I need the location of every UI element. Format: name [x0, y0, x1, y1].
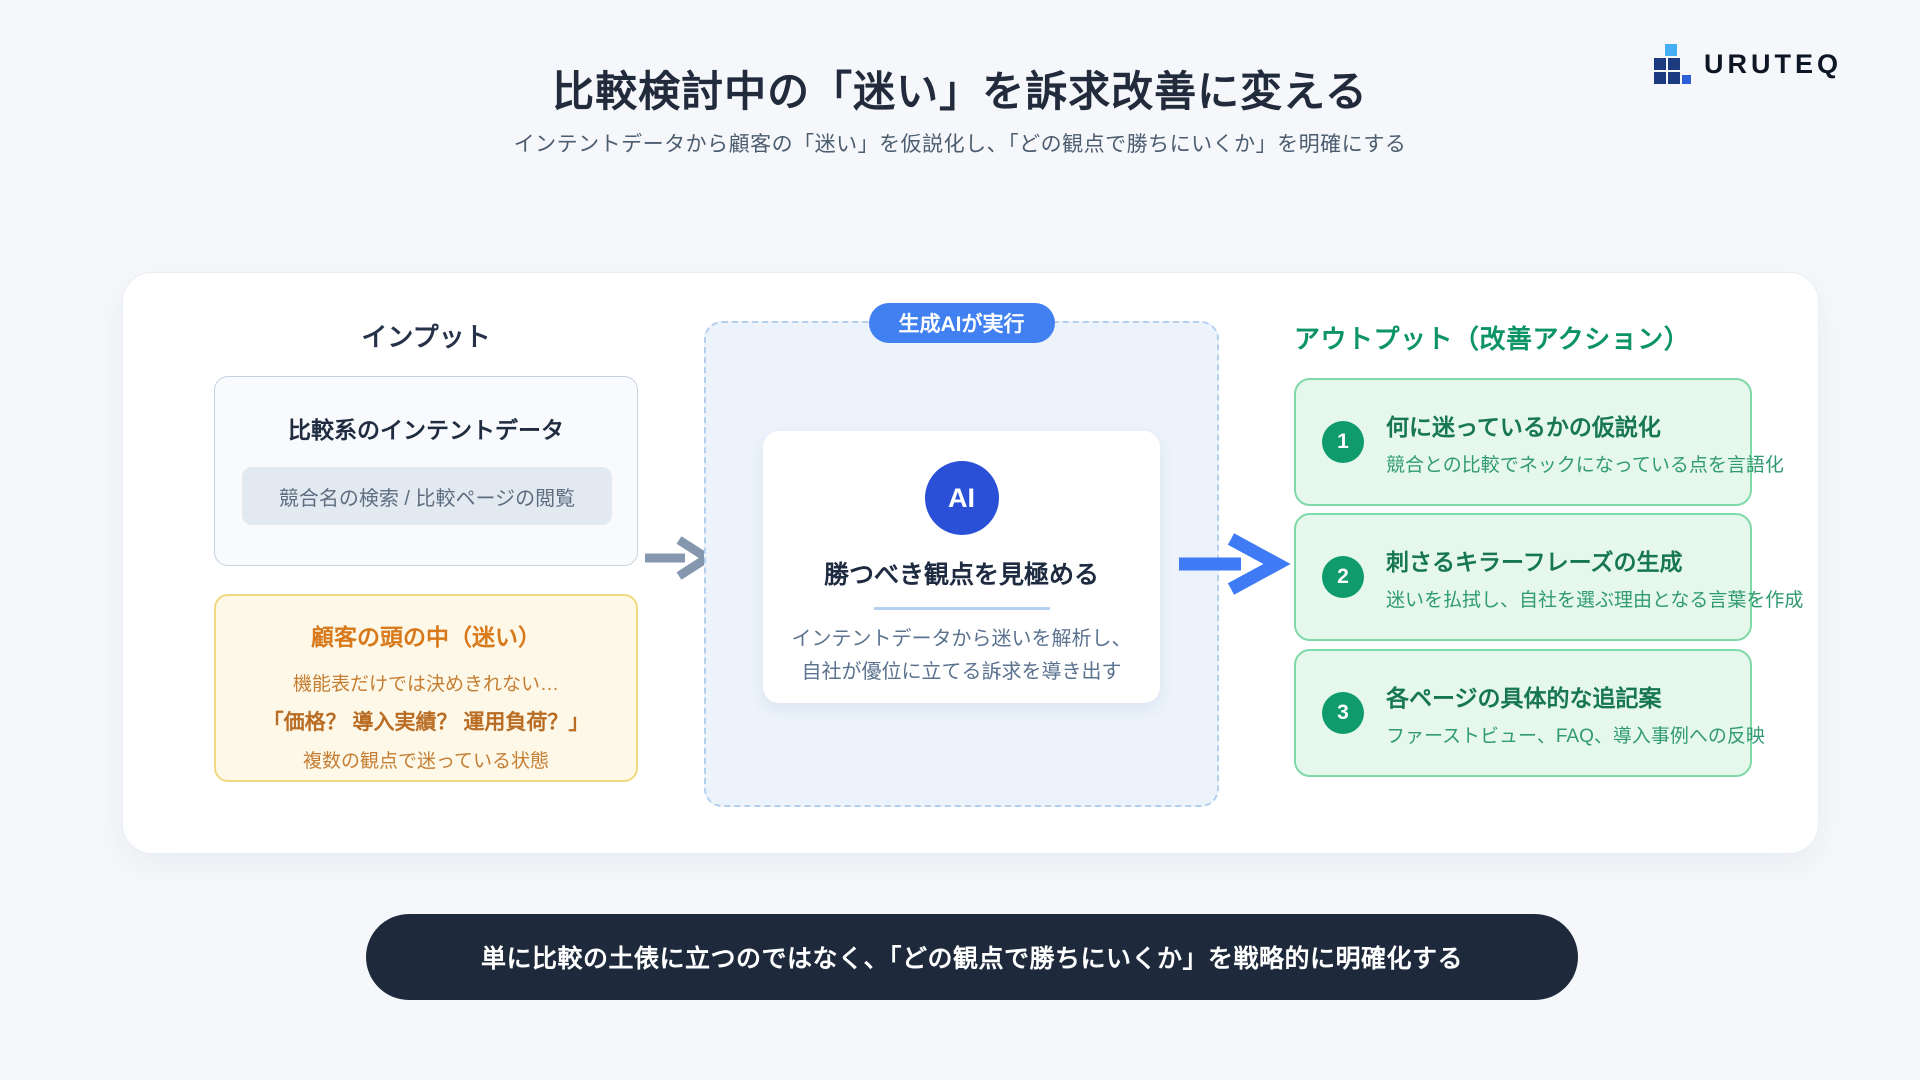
customer-mind-box: 顧客の頭の中（迷い） 機能表だけでは決めきれない… 「価格？ 導入実績？ 運用負… [214, 594, 638, 782]
ai-badge: 生成AIが実行 [868, 303, 1055, 343]
step-3-badge: 3 [1322, 692, 1364, 734]
intent-data-title: 比較系のインテントデータ [288, 417, 564, 443]
page-subtitle: インテントデータから顧客の「迷い」を仮説化し、「どの観点で勝ちにいくか」を明確に… [513, 133, 1407, 156]
output-item-1: 1 何に迷っているかの仮説化 競合との比較でネックになっている点を言語化 [1294, 378, 1784, 506]
divider [873, 607, 1050, 610]
logo-block-blue [1682, 75, 1691, 84]
brand-logo: URUTEQ [1654, 44, 1842, 84]
customer-mind-line3: 複数の観点で迷っている状態 [302, 751, 550, 772]
blocks-logo-icon [1654, 44, 1692, 84]
output-item-3: 3 各ページの具体的な追記案 ファーストビュー、FAQ、導入事例への反映 [1294, 649, 1765, 777]
output-item-texts: 何に迷っているかの仮説化 競合との比較でネックになっている点を言語化 [1386, 408, 1784, 477]
ai-process-card: AI 勝つべき観点を見極める インテントデータから迷いを解析し、 自社が優位に立… [763, 431, 1160, 703]
arrow-right-icon [1179, 531, 1297, 602]
step-2-badge: 2 [1322, 556, 1364, 598]
output-section-header: アウトプット（改善アクション） [1294, 324, 1691, 354]
diagram-card: インプット 比較系のインテントデータ 競合名の検索 / 比較ページの閲覧 顧客の… [122, 272, 1819, 854]
output-item-title: 何に迷っているかの仮説化 [1386, 413, 1661, 440]
ai-process-description: インテントデータから迷いを解析し、 自社が優位に立てる訴求を導き出す [763, 623, 1160, 689]
input-section-header: インプット [361, 322, 491, 352]
logo-block-navy [1668, 58, 1680, 70]
customer-mind-title: 顧客の頭の中（迷い） [311, 624, 541, 650]
footer-message-pill: 単に比較の土俵に立つのではなく、「どの観点で勝ちにいくか」を戦略的に明確化する [366, 914, 1578, 1000]
customer-mind-line1: 機能表だけでは決めきれない… [292, 674, 559, 695]
brand-name: URUTEQ [1704, 48, 1842, 79]
output-item-title: 各ページの具体的な追記案 [1386, 684, 1662, 711]
logo-block-navy [1654, 58, 1666, 70]
logo-block-navy [1668, 72, 1680, 84]
output-item-description: 迷いを払拭し、自社を選ぶ理由となる言葉を作成 [1386, 589, 1804, 611]
customer-mind-line2: 「価格？ 導入実績？ 運用負荷？」 [262, 711, 590, 734]
logo-block-light [1665, 44, 1677, 56]
output-item-description: ファーストビュー、FAQ、導入事例への反映 [1386, 725, 1765, 747]
ai-process-desc-line1: インテントデータから迷いを解析し、 [791, 628, 1132, 650]
ai-process-desc-line2: 自社が優位に立てる訴求を導き出す [801, 661, 1122, 683]
output-item-texts: 刺さるキラーフレーズの生成 迷いを払拭し、自社を選ぶ理由となる言葉を作成 [1386, 543, 1803, 612]
page-title: 比較検討中の「迷い」を訴求改善に変える [552, 68, 1368, 115]
output-item-title: 刺さるキラーフレーズの生成 [1386, 548, 1683, 575]
ai-circle-icon: AI [924, 461, 999, 535]
output-item-texts: 各ページの具体的な追記案 ファーストビュー、FAQ、導入事例への反映 [1386, 679, 1765, 748]
output-item-description: 競合との比較でネックになっている点を言語化 [1386, 454, 1784, 476]
output-item-2: 2 刺さるキラーフレーズの生成 迷いを払拭し、自社を選ぶ理由となる言葉を作成 [1294, 513, 1803, 641]
intent-data-chip: 競合名の検索 / 比較ページの閲覧 [242, 467, 612, 525]
ai-process-title: 勝つべき観点を見極める [823, 561, 1099, 589]
footer-message: 単に比較の土俵に立つのではなく、「どの観点で勝ちにいくか」を戦略的に明確化する [480, 945, 1463, 973]
intent-data-box: 比較系のインテントデータ 競合名の検索 / 比較ページの閲覧 [214, 376, 638, 566]
ai-process-zone: 生成AIが実行 AI 勝つべき観点を見極める インテントデータから迷いを解析し、… [704, 303, 1219, 807]
logo-block-navy [1654, 72, 1666, 84]
step-1-badge: 1 [1322, 421, 1364, 463]
